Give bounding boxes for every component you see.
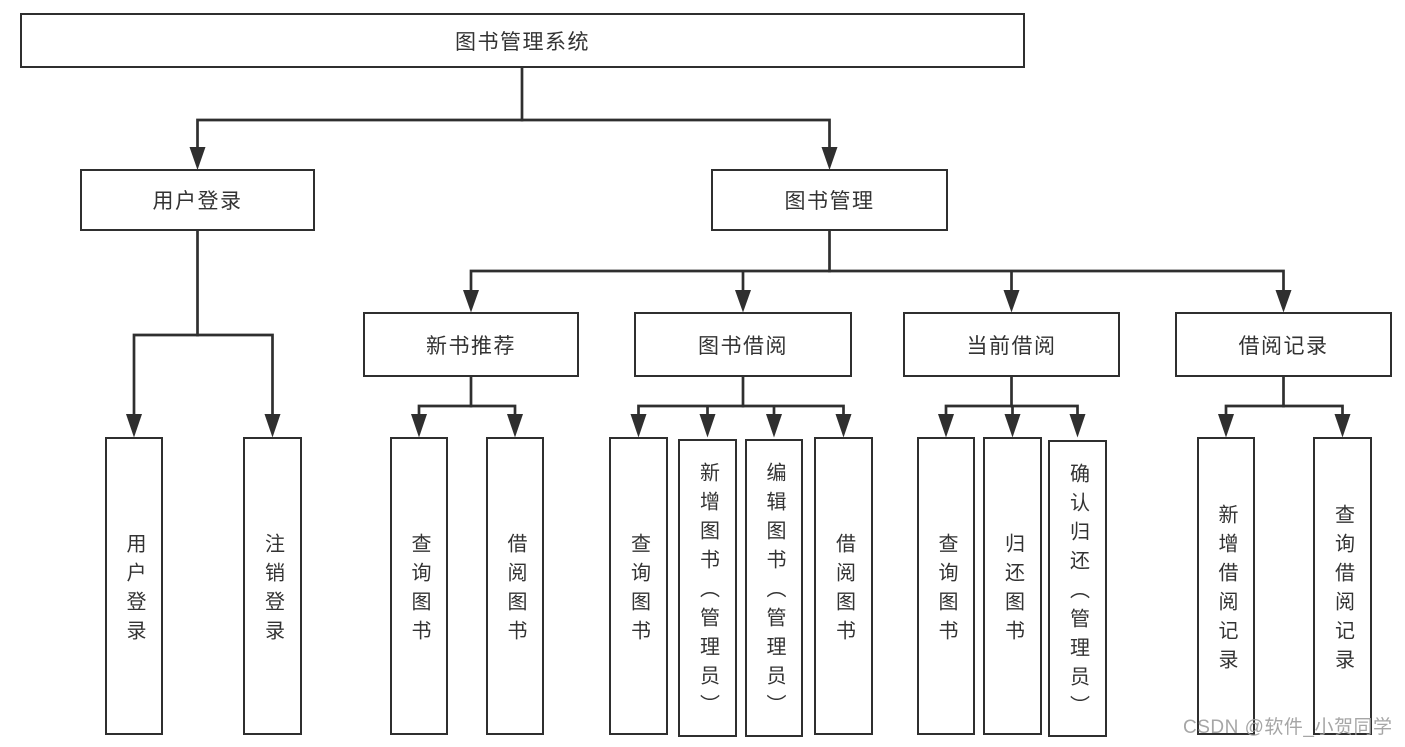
arrowheads-user-login (126, 414, 281, 438)
leaf-return-book: 归还图书 (983, 437, 1042, 735)
node-label: 新增借阅记录 (1215, 503, 1237, 678)
leaf-confirm-return-admin: 确认归还（管理员） (1048, 440, 1107, 737)
leaf-query-books-current: 查询图书 (917, 437, 975, 735)
arrowheads-book-borrow (630, 414, 852, 438)
node-label: 图书管理系统 (455, 30, 590, 54)
leaf-borrow-books-recommend: 借阅图书 (486, 437, 544, 735)
node-label: 用户登录 (152, 190, 243, 213)
connector-new-book-recommend (417, 377, 517, 418)
node-new-book-recommend: 新书推荐 (363, 312, 579, 377)
node-label: 确认归还（管理员） (1066, 462, 1089, 724)
leaf-add-book-admin: 新增图书（管理员） (678, 439, 737, 737)
node-label: 归还图书 (1001, 532, 1024, 649)
connector-book-management (469, 230, 1285, 294)
leaf-user-login: 用户登录 (105, 437, 163, 735)
node-root-system: 图书管理系统 (20, 13, 1025, 68)
leaf-query-books-recommend: 查询图书 (390, 437, 448, 735)
leaf-add-borrow-record: 新增借阅记录 (1197, 437, 1255, 735)
node-label: 借阅记录 (1238, 334, 1329, 358)
leaf-edit-book-admin: 编辑图书（管理员） (745, 439, 803, 737)
node-current-borrow: 当前借阅 (903, 312, 1120, 377)
leaf-borrow-books: 借阅图书 (814, 437, 873, 735)
connector-borrow-records (1224, 377, 1344, 418)
arrowheads-level2 (463, 290, 1292, 313)
node-label: 借阅图书 (832, 532, 855, 649)
node-label: 查询图书 (627, 532, 650, 649)
node-label: 查询图书 (935, 532, 957, 649)
leaf-logout: 注销登录 (243, 437, 302, 735)
connector-current-borrow (944, 377, 1079, 418)
node-label: 新书推荐 (426, 334, 516, 358)
node-label: 查询借阅记录 (1331, 503, 1354, 678)
node-label: 用户登录 (123, 532, 145, 649)
node-borrow-records: 借阅记录 (1175, 312, 1392, 377)
arrowheads-new-book-recommend (411, 414, 523, 438)
connector-user-login (132, 230, 274, 418)
node-label: 注销登录 (261, 532, 284, 649)
node-book-management: 图书管理 (711, 169, 948, 231)
node-label: 编辑图书（管理员） (763, 462, 785, 723)
arrowheads-level1 (189, 147, 838, 170)
arrowheads-borrow-records (1218, 414, 1351, 438)
node-label: 图书借阅 (698, 334, 788, 358)
node-label: 当前借阅 (966, 334, 1057, 358)
node-label: 图书管理 (784, 190, 875, 213)
node-label: 借阅图书 (504, 532, 526, 649)
connector-book-borrow (637, 377, 845, 418)
csdn-watermark: CSDN @软件_小贺同学 (1183, 717, 1393, 738)
node-label: 查询图书 (408, 532, 430, 649)
node-book-borrow: 图书借阅 (634, 312, 852, 377)
leaf-query-books-borrow: 查询图书 (609, 437, 668, 735)
leaf-query-borrow-record: 查询借阅记录 (1313, 437, 1372, 735)
connector-root-to-level1 (196, 66, 831, 150)
arrowheads-current-borrow (938, 414, 1086, 438)
node-user-login: 用户登录 (80, 169, 315, 231)
node-label: 新增图书（管理员） (696, 462, 719, 723)
